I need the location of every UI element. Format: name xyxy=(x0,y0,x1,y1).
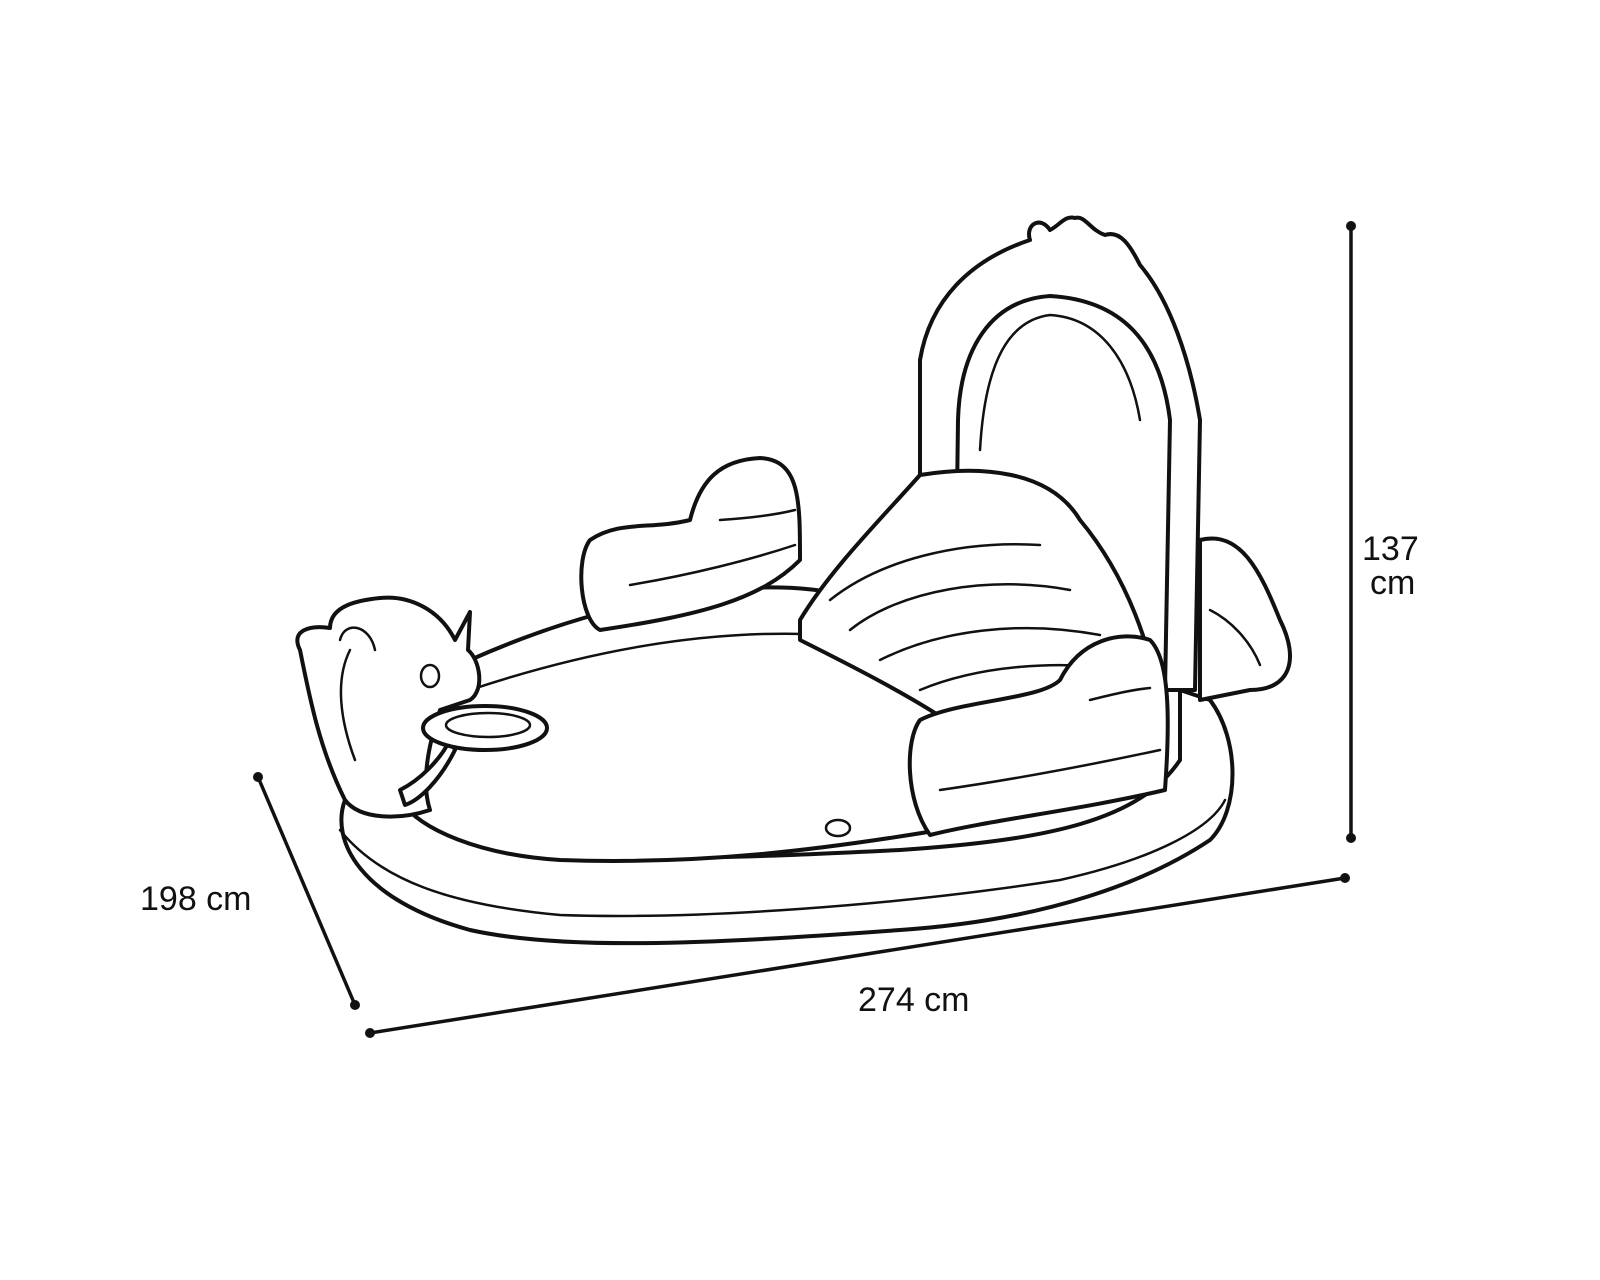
width-dimension-line xyxy=(369,876,1346,1035)
backrest-left xyxy=(579,456,802,632)
backrest-right xyxy=(907,634,1170,837)
unicorn-head xyxy=(295,595,549,819)
depth-label: 198 cm xyxy=(140,880,252,918)
depth-dimension-line xyxy=(256,776,357,1006)
height-label-value: 137 xyxy=(1362,530,1419,568)
width-label: 274 cm xyxy=(858,981,970,1019)
dimension-lines xyxy=(253,221,1356,1038)
side-fin xyxy=(1198,536,1292,702)
height-label-unit: cm xyxy=(1370,564,1416,602)
